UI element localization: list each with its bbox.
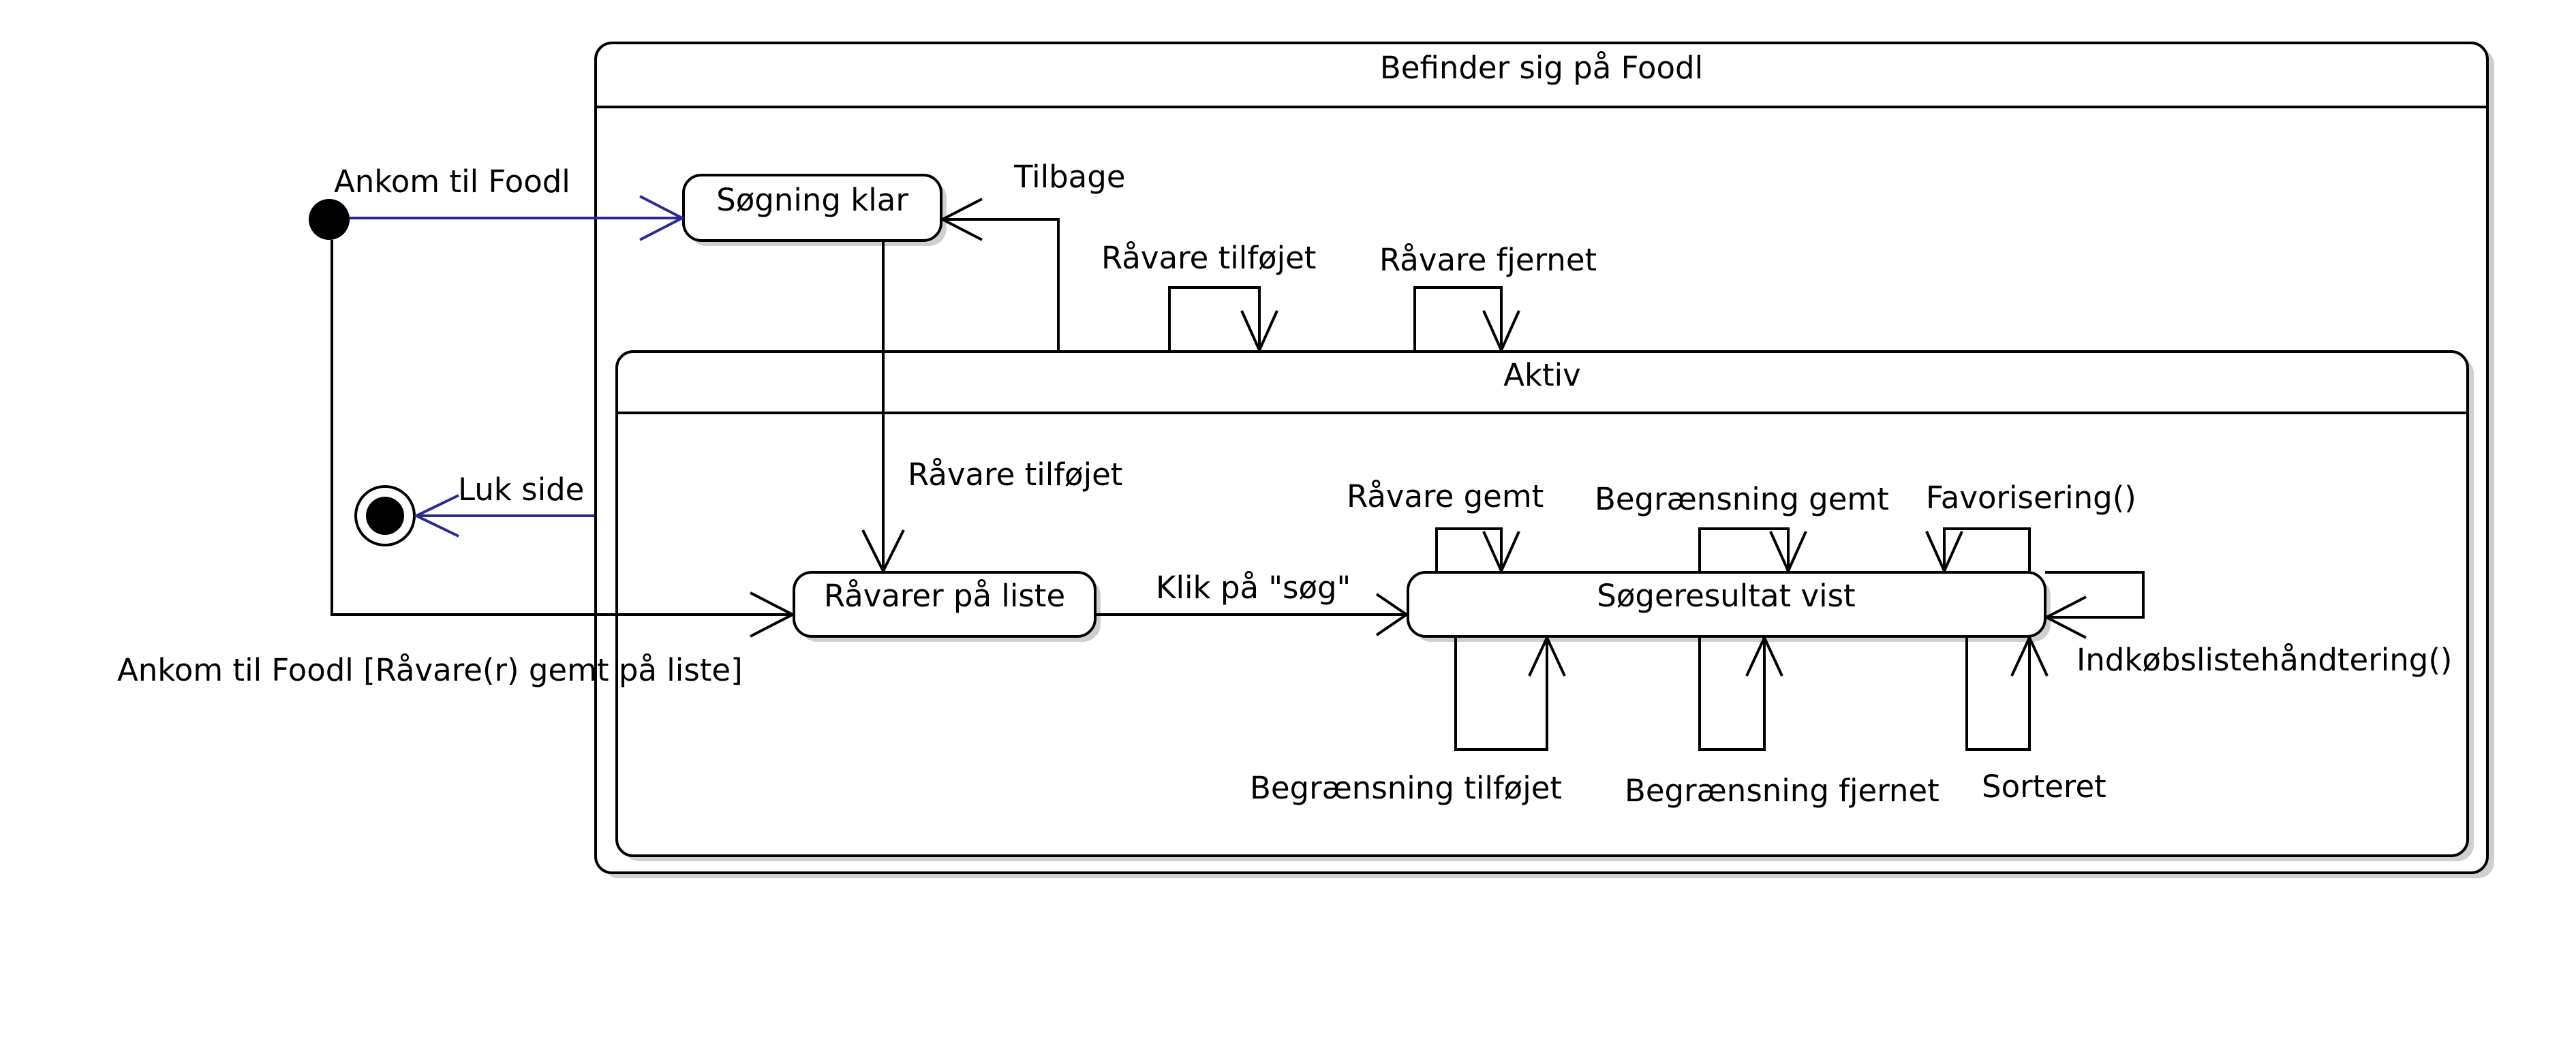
self-loop-begraensning-fjernet	[1698, 634, 1783, 751]
state-raavarer-paa-liste: Råvarer på liste	[793, 571, 1101, 642]
label-raavare-tilfoejet: Råvare tilføjet	[908, 457, 1122, 493]
transition-klik-soeg	[1097, 593, 1409, 636]
transition-raavare-tilfoejet	[861, 242, 905, 574]
label-favorisering: Favorisering()	[1926, 480, 2136, 516]
self-loop-raavare-gemt	[1435, 527, 1520, 574]
state-label-soegeresultat-vist: Søgeresultat vist	[1597, 578, 1855, 614]
label-begraensning-fjernet: Begrænsning fjernet	[1625, 773, 1939, 809]
self-loop-raavare-tilfoejet	[1168, 286, 1278, 354]
composite-title: Befinder sig på Foodl	[1380, 50, 1703, 86]
label-raavare-fjernet-self: Råvare fjernet	[1379, 242, 1597, 278]
self-loop-sorteret	[1965, 634, 2049, 751]
transition-tilbage	[939, 198, 1060, 350]
self-loop-begraensning-tilfoejet	[1454, 634, 1566, 751]
state-soegning-klar: Søgning klar	[682, 174, 947, 246]
label-klik-soeg: Klik på "søg"	[1156, 570, 1351, 606]
label-indkoeb: Indkøbslistehåndtering()	[2076, 642, 2452, 678]
state-soegeresultat-vist: Søgeresultat vist	[1407, 571, 2051, 642]
label-sorteret: Sorteret	[1982, 769, 2106, 805]
transition-initial-to-soegning-klar	[350, 195, 686, 241]
self-loop-indkoeb	[2043, 571, 2145, 639]
label-tilbage: Tilbage	[1013, 159, 1126, 195]
aktiv-title: Aktiv	[1503, 357, 1581, 393]
label-begraensning-tilfoejet: Begrænsning tilføjet	[1250, 770, 1562, 806]
transition-to-final	[413, 494, 594, 538]
state-label-soegning-klar: Søgning klar	[716, 182, 908, 218]
label-begraensning-gemt: Begrænsning gemt	[1595, 481, 1889, 517]
label-raavare-tilfoejet-self: Råvare tilføjet	[1101, 240, 1316, 276]
self-loop-raavare-fjernet	[1413, 286, 1520, 354]
self-loop-begraensning-gemt	[1698, 527, 1807, 574]
label-ankom: Ankom til Foodl	[334, 164, 570, 200]
self-loop-favorisering	[1925, 527, 2031, 574]
initial-node-icon	[309, 199, 350, 240]
transition-initial-to-raavarer	[331, 240, 796, 638]
final-node-icon	[354, 485, 416, 546]
state-label-raavarer-paa-liste: Råvarer på liste	[824, 578, 1065, 614]
label-raavare-gemt: Råvare gemt	[1347, 478, 1544, 514]
label-luk-side: Luk side	[458, 471, 584, 508]
label-ankom-guard: Ankom til Foodl [Råvare(r) gemt på liste…	[117, 652, 743, 688]
